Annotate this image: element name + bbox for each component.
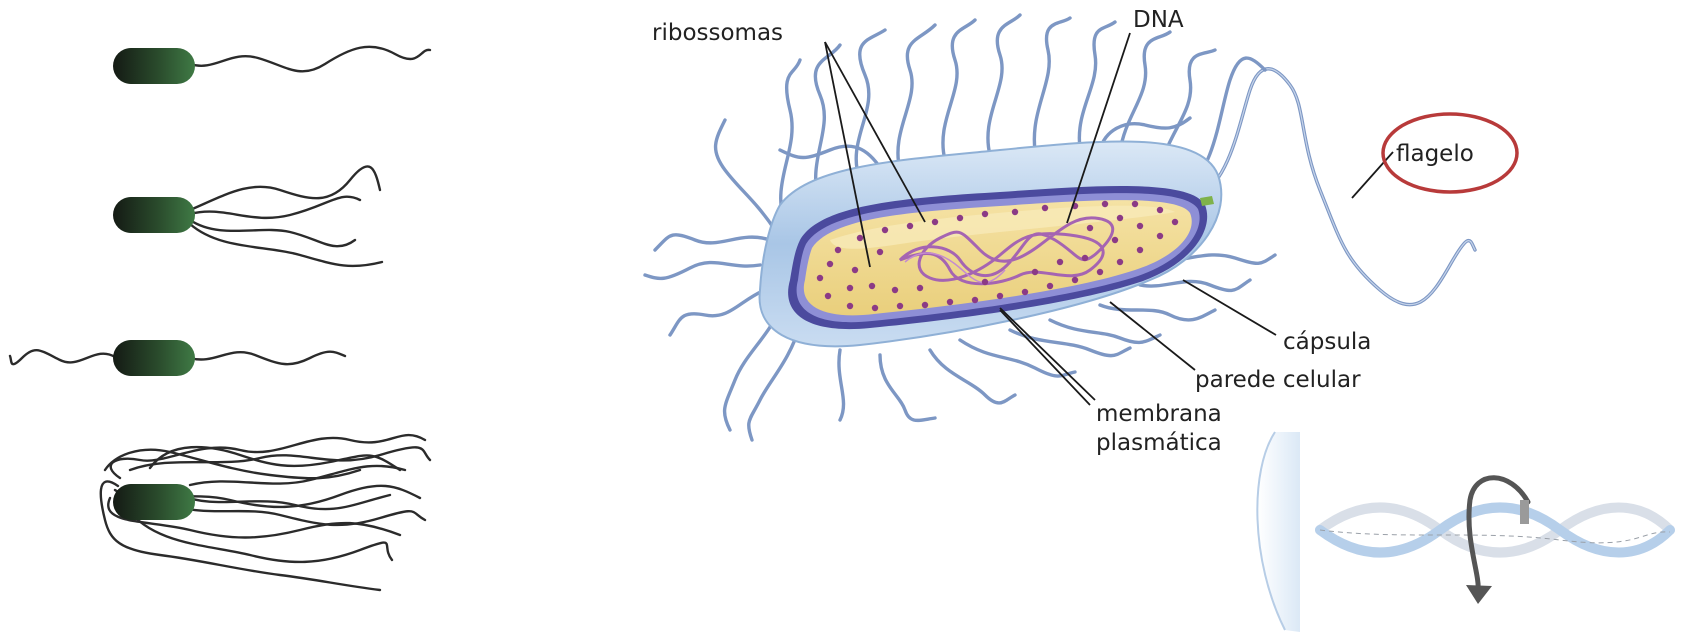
label-dna: DNA: [1133, 7, 1184, 33]
flagellum-rotation-inset: [1257, 432, 1670, 632]
flagellum-helix: [1320, 508, 1670, 553]
label-plasmatica: plasmática: [1096, 430, 1222, 456]
rotation-arrow: [1469, 478, 1528, 590]
monotrichous-bacterium: [113, 47, 430, 84]
label-ribossomas: ribossomas: [652, 20, 783, 46]
flagellum-shadow: [1320, 508, 1670, 553]
amphitrichous-bacterium: [10, 340, 345, 376]
bacterium-body-4: [113, 484, 195, 520]
label-capsula: cápsula: [1283, 329, 1371, 355]
label-parede-celular: parede celular: [1195, 367, 1361, 393]
rotation-arrowhead: [1466, 585, 1492, 604]
rotation-axis: [1520, 500, 1529, 524]
cell-surface-arc: [1257, 432, 1300, 632]
label-flagelo: flagelo: [1396, 141, 1474, 167]
lophotrichous-bacterium: [113, 166, 382, 266]
bacterium-cell: [760, 141, 1222, 346]
peritrichous-bacterium: [101, 435, 430, 590]
bacterium-body-2: [113, 197, 195, 233]
bacterium-body-3: [113, 340, 195, 376]
label-membrana: membrana: [1096, 401, 1222, 427]
bacterium-body-1: [113, 48, 195, 84]
